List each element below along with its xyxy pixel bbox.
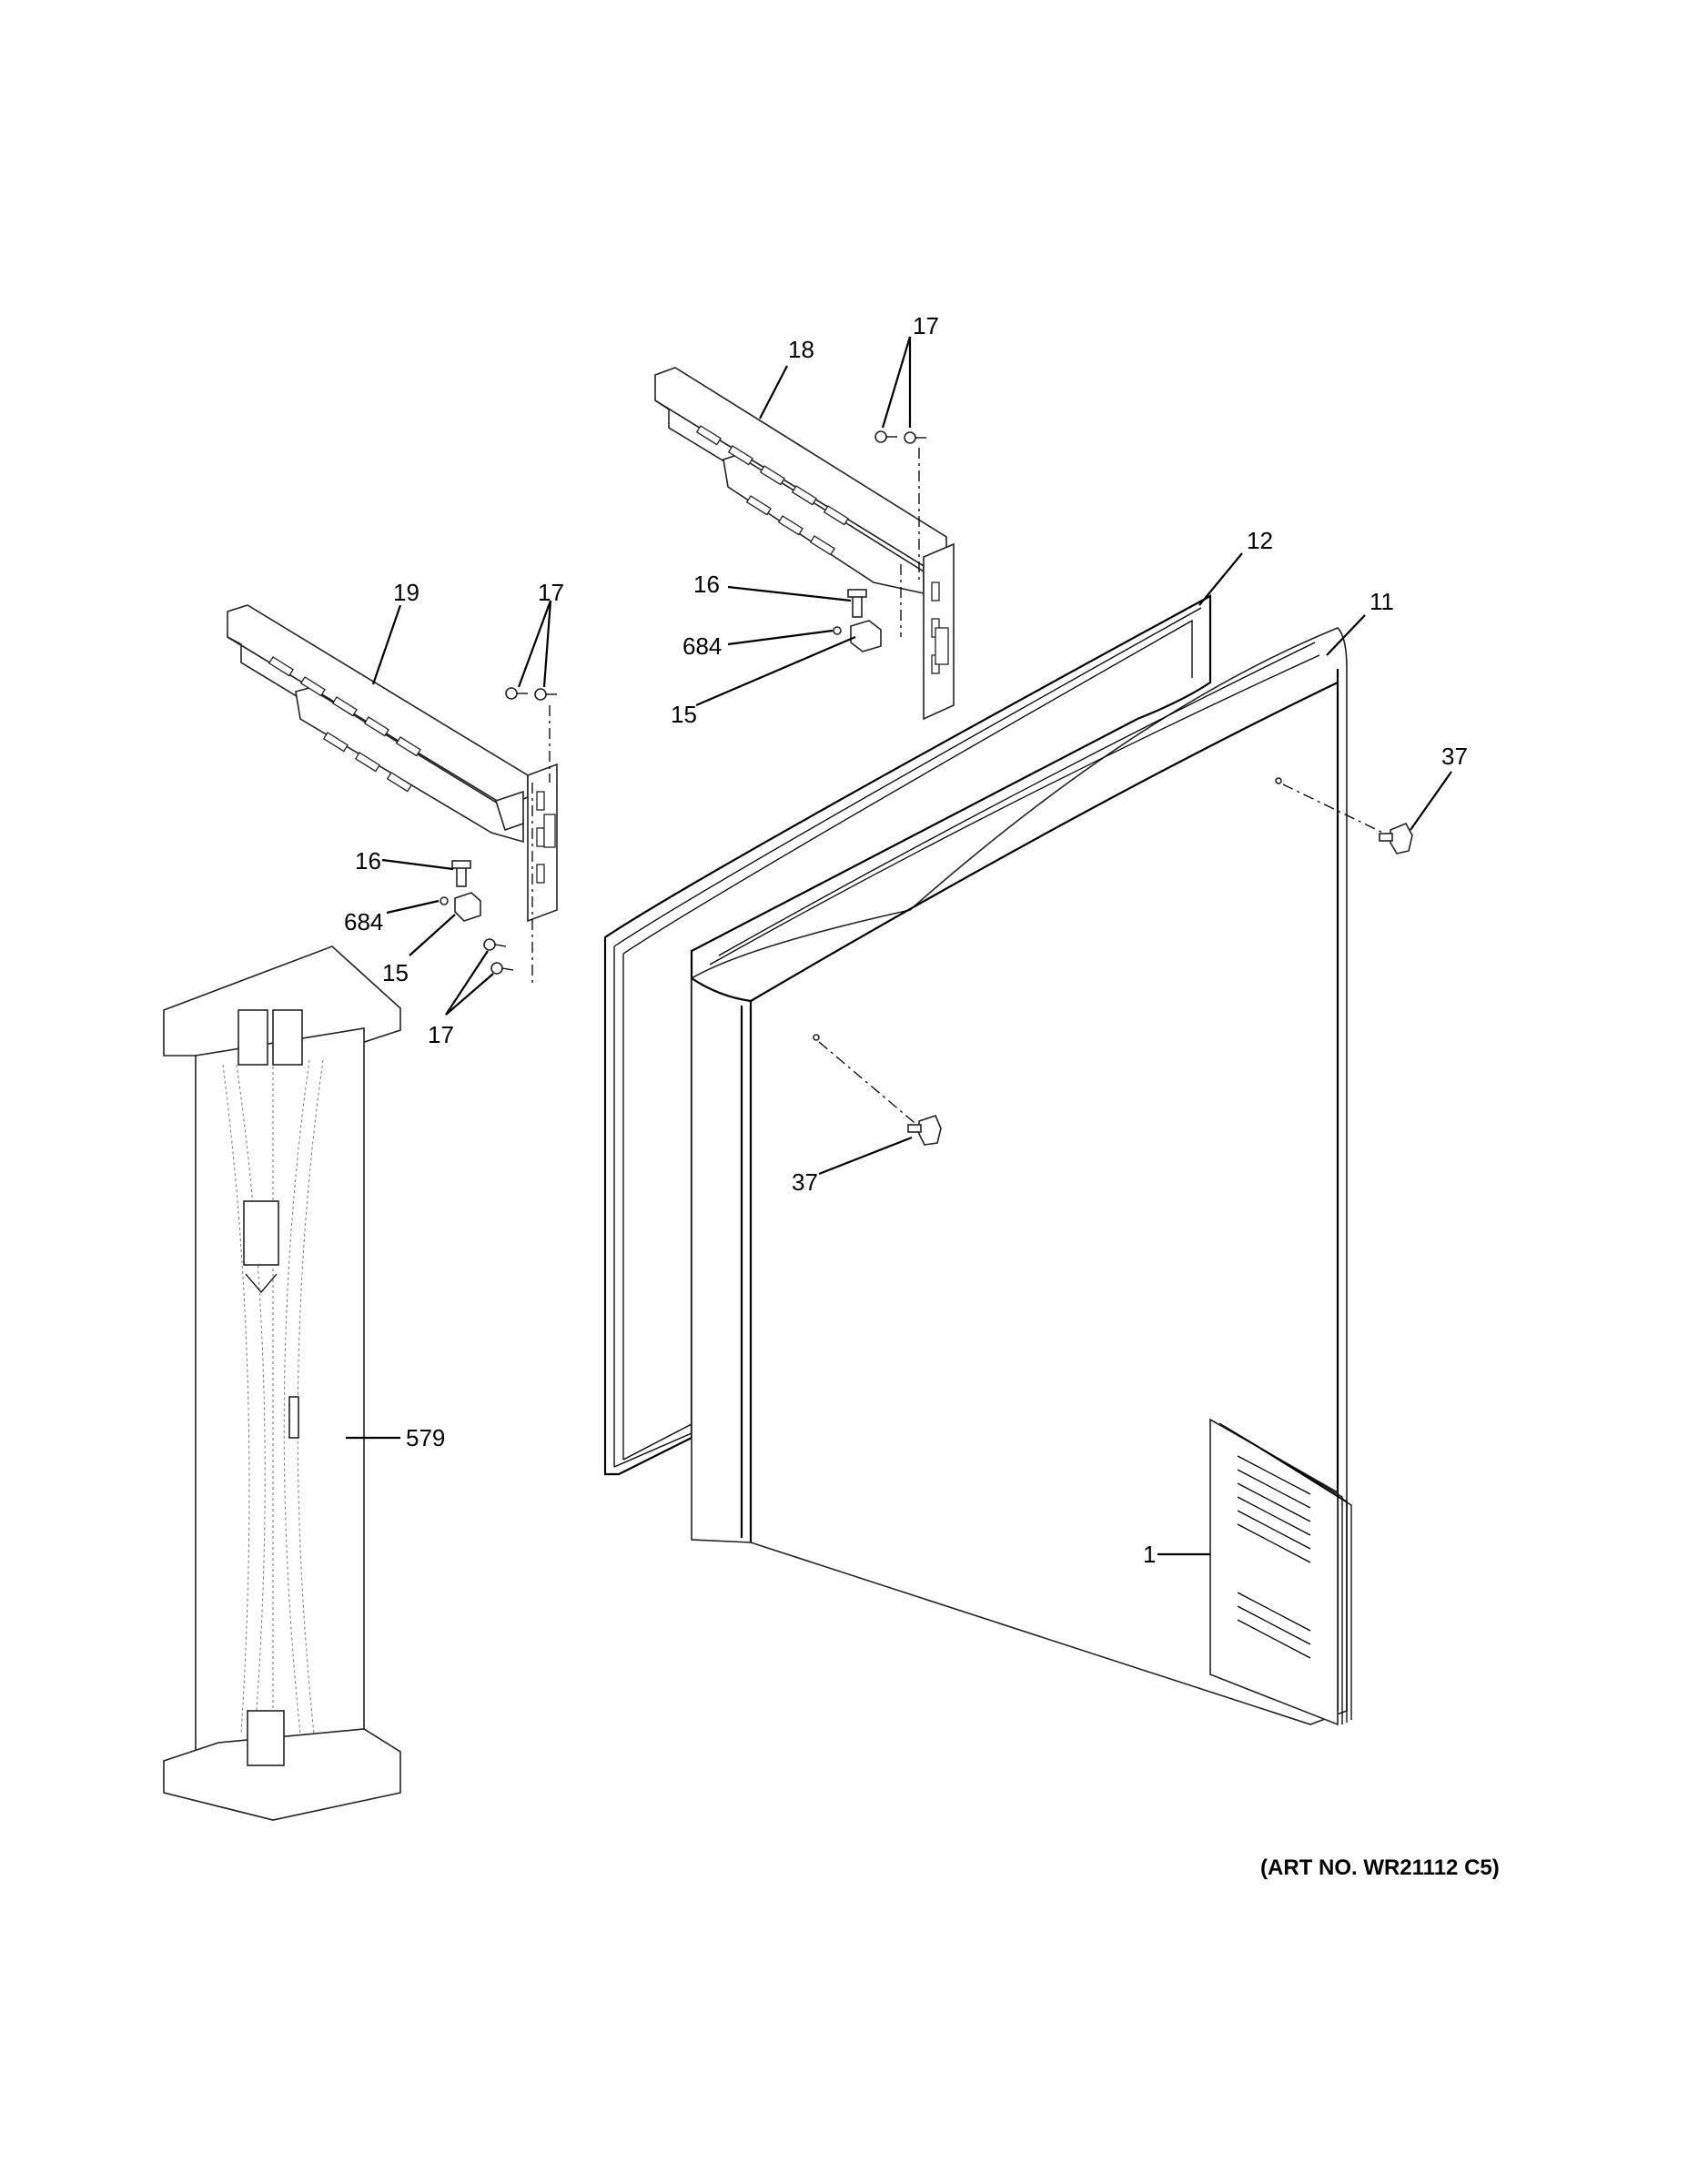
part-37-bumper-right bbox=[1282, 784, 1413, 854]
leader-lines bbox=[346, 336, 1452, 1556]
part-17-screws-top bbox=[874, 430, 926, 637]
part-37-bumper-center bbox=[818, 1041, 942, 1146]
callout-12: 12 bbox=[1247, 527, 1273, 554]
callout-labels: 17 18 12 11 16 684 15 37 19 17 16 684 15… bbox=[344, 312, 1468, 1568]
callout-15-top: 15 bbox=[671, 701, 697, 728]
callout-37-center: 37 bbox=[792, 1168, 818, 1196]
part-17-screws-low bbox=[483, 938, 514, 975]
callout-16-top: 16 bbox=[693, 571, 720, 598]
part-16-15-684-top bbox=[833, 589, 882, 652]
callout-17-mid: 17 bbox=[538, 579, 564, 606]
callout-15-left: 15 bbox=[382, 959, 409, 986]
callout-579: 579 bbox=[406, 1424, 445, 1451]
callout-1: 1 bbox=[1143, 1541, 1156, 1568]
callout-19: 19 bbox=[393, 579, 419, 606]
part-16-15-684-left bbox=[440, 860, 481, 922]
callout-37-right: 37 bbox=[1441, 743, 1468, 770]
callout-16-left: 16 bbox=[355, 847, 381, 875]
part-12-gasket bbox=[603, 594, 1212, 1476]
callout-18: 18 bbox=[788, 336, 814, 363]
part-579-hinge-cover bbox=[163, 945, 401, 1821]
callout-684-left: 684 bbox=[344, 908, 383, 935]
part-18-upper-bracket bbox=[654, 367, 955, 721]
part-1-manual bbox=[1209, 1418, 1352, 1726]
callout-17-top: 17 bbox=[913, 312, 939, 339]
callout-11: 11 bbox=[1370, 588, 1394, 615]
callout-684-top: 684 bbox=[682, 632, 722, 660]
callout-17-low: 17 bbox=[428, 1021, 454, 1048]
part-19-lower-bracket bbox=[227, 604, 558, 923]
part-17-screws-mid bbox=[505, 687, 557, 983]
art-number: (ART NO. WR21112 C5) bbox=[1260, 1855, 1500, 1880]
